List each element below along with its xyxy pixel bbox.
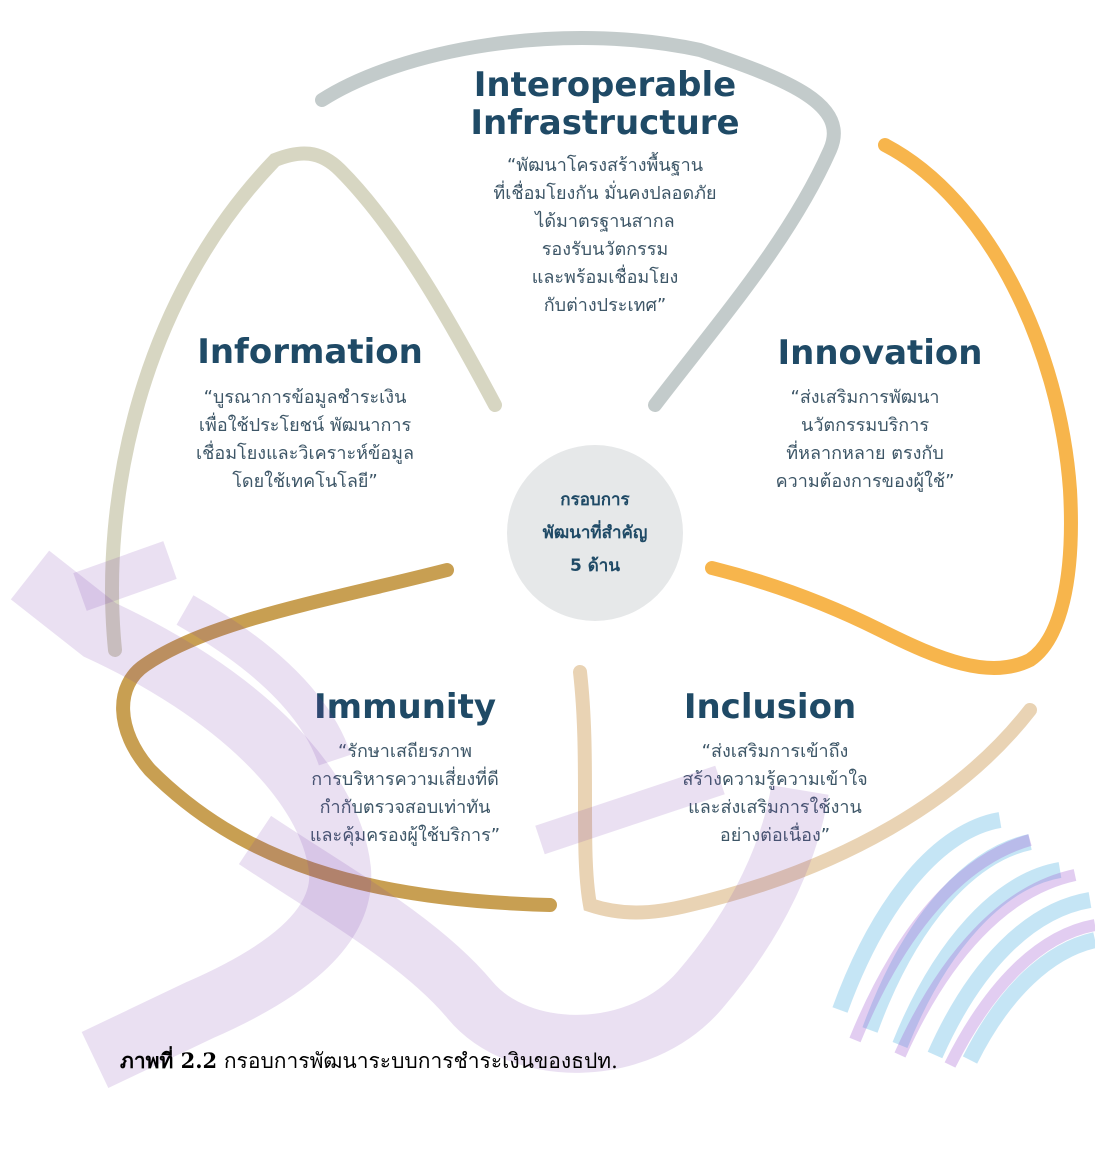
inclusion-desc-line: และส่งเสริมการใช้งาน: [688, 797, 862, 818]
immunity-title: Immunity: [314, 687, 496, 727]
infrastructure-desc-line: ได้มาตรฐานสากล: [535, 211, 675, 232]
information-desc-line: เพื่อใช้ประโยชน์ พัฒนาการ: [198, 415, 412, 436]
innovation-desc-line: “ส่งเสริมการพัฒนา: [790, 387, 940, 408]
segment-innovation: [705, 138, 1078, 675]
segment-inclusion: [573, 665, 1037, 920]
immunity-desc-line: กำกับตรวจสอบเท่าทัน: [319, 797, 491, 818]
caption-label: ภาพที่ 2.2: [120, 1048, 218, 1073]
information-desc-line: โดยใช้เทคโนโลยี”: [232, 471, 378, 492]
center-label-line: พัฒนาที่สำคัญ: [542, 523, 648, 543]
inclusion-desc-line: “ส่งเสริมการเข้าถึง: [701, 741, 849, 762]
inclusion-desc-line: สร้างความรู้ความเข้าใจ: [682, 769, 868, 790]
figure-caption: ภาพที่ 2.2 กรอบการพัฒนาระบบการชำระเงินขอ…: [120, 1045, 618, 1078]
innovation-desc-line: นวัตกรรมบริการ: [801, 415, 929, 436]
immunity-desc-line: การบริหารความเสี่ยงที่ดี: [311, 769, 499, 790]
infrastructure-desc-line: กับต่างประเทศ”: [543, 295, 667, 316]
inclusion-title: Inclusion: [683, 687, 857, 727]
innovation-description: “ส่งเสริมการพัฒนา นวัตกรรมบริการ ที่หลาก…: [695, 384, 1035, 496]
infrastructure-desc-line: และพร้อมเชื่อมโยง: [531, 267, 679, 288]
immunity-desc-line: “รักษาเสถียรภาพ: [338, 741, 472, 762]
innovation-desc-line: ที่หลากหลาย ตรงกับ: [786, 443, 944, 464]
center-circle: [507, 445, 683, 621]
caption-text: กรอบการพัฒนาระบบการชำระเงินของธปท.: [217, 1049, 618, 1073]
infrastructure-title-line: Interoperable: [473, 65, 737, 105]
infrastructure-desc-line: รองรับนวัตกรรม: [541, 239, 669, 260]
segment-infrastructure: [315, 31, 841, 412]
innovation-title: Innovation: [777, 333, 983, 373]
information-desc-line: “บูรณาการข้อมูลชำระเงิน: [203, 387, 407, 408]
center-label: กรอบการ พัฒนาที่สำคัญ 5 ด้าน: [507, 484, 683, 583]
segment-immunity: [116, 563, 557, 912]
inclusion-desc-line: อย่างต่อเนื่อง”: [719, 825, 831, 846]
infrastructure-title-line: Infrastructure: [470, 103, 740, 143]
infrastructure-desc-line: ที่เชื่อมโยงกัน มั่นคงปลอดภัย: [493, 183, 717, 204]
immunity-description: “รักษาเสถียรภาพ การบริหารความเสี่ยงที่ดี…: [230, 738, 580, 850]
information-title: Information: [197, 332, 423, 372]
infrastructure-desc-line: “พัฒนาโครงสร้างพื้นฐาน: [506, 155, 704, 176]
center-label-line: 5 ด้าน: [570, 556, 620, 576]
center-label-line: กรอบการ: [560, 490, 630, 510]
inclusion-description: “ส่งเสริมการเข้าถึง สร้างความรู้ความเข้า…: [600, 738, 950, 850]
innovation-desc-line: ความต้องการของผู้ใช้”: [775, 471, 955, 492]
infrastructure-title: Interoperable Infrastructure: [395, 66, 815, 142]
information-description: “บูรณาการข้อมูลชำระเงิน เพื่อใช้ประโยชน์…: [140, 384, 470, 496]
segment-information: [105, 146, 502, 657]
information-desc-line: เชื่อมโยงและวิเคราะห์ข้อมูล: [196, 443, 414, 464]
infrastructure-description: “พัฒนาโครงสร้างพื้นฐาน ที่เชื่อมโยงกัน ม…: [420, 152, 790, 320]
immunity-desc-line: และคุ้มครองผู้ใช้บริการ”: [309, 825, 501, 846]
